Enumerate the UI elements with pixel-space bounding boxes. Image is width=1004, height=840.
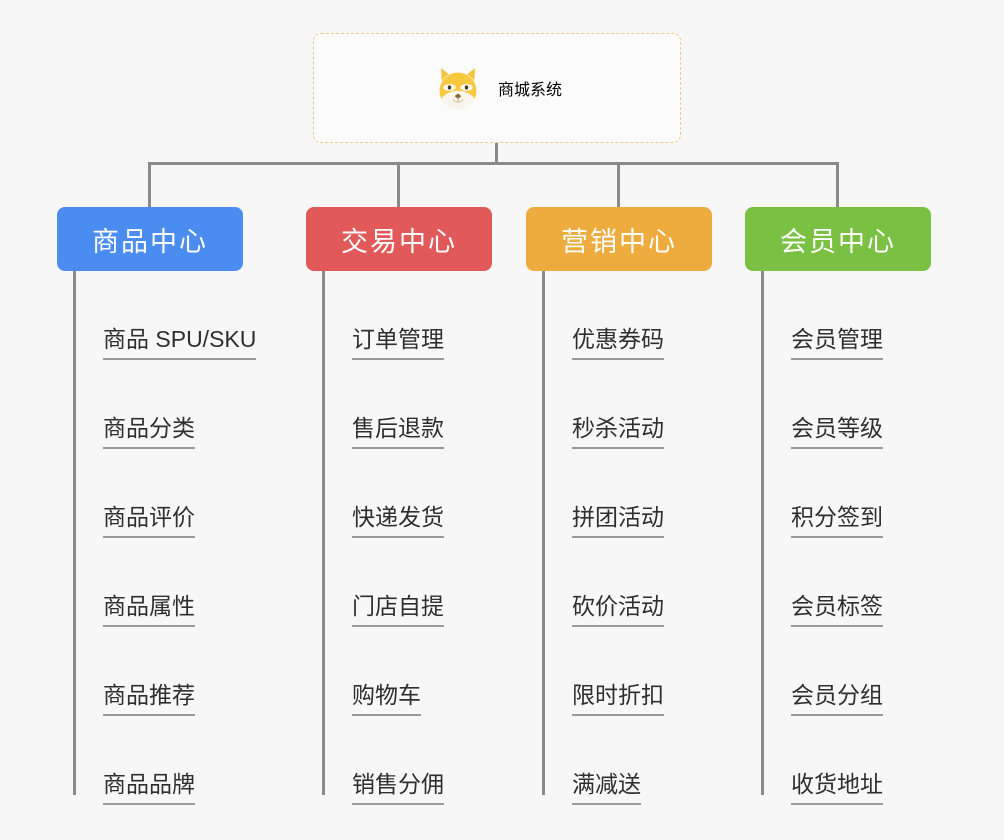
branch-header-trade[interactable]: 交易中心 bbox=[306, 207, 492, 271]
leaf-item[interactable]: 订单管理 bbox=[322, 271, 444, 360]
leaf-item[interactable]: 砍价活动 bbox=[542, 538, 664, 627]
branch-spine-marketing bbox=[542, 271, 545, 795]
leaf-item[interactable]: 满减送 bbox=[542, 716, 664, 805]
leaf-label: 限时折扣 bbox=[572, 683, 664, 716]
branch-header-marketing[interactable]: 营销中心 bbox=[526, 207, 712, 271]
leaf-label: 商品分类 bbox=[103, 416, 195, 449]
leaf-label: 售后退款 bbox=[352, 416, 444, 449]
leaf-item[interactable]: 商品属性 bbox=[73, 538, 256, 627]
leaf-label: 会员管理 bbox=[791, 327, 883, 360]
leaf-label: 商品评价 bbox=[103, 505, 195, 538]
leaf-item[interactable]: 会员等级 bbox=[761, 360, 883, 449]
leaf-list-product: 商品 SPU/SKU 商品分类商品评价商品属性商品推荐商品品牌 bbox=[73, 271, 257, 805]
leaf-label: 快递发货 bbox=[352, 505, 444, 538]
leaf-list-marketing: 优惠券码秒杀活动拼团活动砍价活动限时折扣满减送 bbox=[542, 271, 664, 805]
leaf-item[interactable]: 拼团活动 bbox=[542, 449, 664, 538]
branch-header-member[interactable]: 会员中心 bbox=[745, 207, 931, 271]
leaf-item[interactable]: 优惠券码 bbox=[542, 271, 664, 360]
leaf-label: 会员等级 bbox=[791, 416, 883, 449]
leaf-label: 商品属性 bbox=[103, 594, 195, 627]
branch-trade: 交易中心订单管理售后退款快递发货门店自提购物车销售分佣 bbox=[306, 207, 492, 805]
branch-product: 商品中心商品 SPU/SKU 商品分类商品评价商品属性商品推荐商品品牌 bbox=[57, 207, 257, 805]
leaf-label: 收货地址 bbox=[791, 772, 883, 805]
leaf-label: 商品推荐 bbox=[103, 683, 195, 716]
leaf-item[interactable]: 会员标签 bbox=[761, 538, 883, 627]
connector-drop-product bbox=[148, 162, 151, 208]
branch-header-label: 会员中心 bbox=[780, 226, 896, 257]
leaf-label: 会员分组 bbox=[791, 683, 883, 716]
leaf-label: 满减送 bbox=[572, 772, 641, 805]
branch-spine-product bbox=[73, 271, 76, 795]
branch-marketing: 营销中心优惠券码秒杀活动拼团活动砍价活动限时折扣满减送 bbox=[526, 207, 712, 805]
branch-spine-trade bbox=[322, 271, 325, 795]
leaf-item[interactable]: 会员管理 bbox=[761, 271, 883, 360]
leaf-item[interactable]: 秒杀活动 bbox=[542, 360, 664, 449]
leaf-label: 优惠券码 bbox=[572, 327, 664, 360]
leaf-item[interactable]: 售后退款 bbox=[322, 360, 444, 449]
root-title: 商城系统 bbox=[497, 82, 562, 99]
connector-drop-marketing bbox=[617, 162, 620, 208]
branch-header-label: 营销中心 bbox=[561, 226, 677, 257]
branch-spine-member bbox=[761, 271, 764, 795]
connector-root-stem bbox=[495, 143, 498, 165]
root-node[interactable]: 商城系统 bbox=[313, 33, 681, 143]
leaf-label: 商品品牌 bbox=[103, 772, 195, 805]
branch-header-product[interactable]: 商品中心 bbox=[57, 207, 243, 271]
leaf-item[interactable]: 商品 SPU/SKU bbox=[73, 271, 257, 360]
leaf-label: 秒杀活动 bbox=[572, 416, 664, 449]
connector-drop-trade bbox=[397, 162, 400, 208]
leaf-label: 拼团活动 bbox=[572, 505, 664, 538]
shiba-dog-face-icon bbox=[432, 62, 484, 114]
branch-member: 会员中心会员管理会员等级积分签到会员标签会员分组收货地址 bbox=[745, 207, 931, 805]
connector-horizontal-bus bbox=[148, 162, 838, 165]
leaf-list-member: 会员管理会员等级积分签到会员标签会员分组收货地址 bbox=[761, 271, 883, 805]
leaf-label: 砍价活动 bbox=[572, 594, 664, 627]
connector-drop-member bbox=[836, 162, 839, 208]
leaf-item[interactable]: 销售分佣 bbox=[322, 716, 444, 805]
branch-header-label: 交易中心 bbox=[341, 226, 457, 257]
leaf-label: 会员标签 bbox=[791, 594, 883, 627]
leaf-label: 积分签到 bbox=[791, 505, 883, 538]
leaf-item[interactable]: 收货地址 bbox=[761, 716, 883, 805]
leaf-item[interactable]: 限时折扣 bbox=[542, 627, 664, 716]
leaf-item[interactable]: 商品品牌 bbox=[73, 716, 256, 805]
leaf-item[interactable]: 商品评价 bbox=[73, 449, 256, 538]
leaf-item[interactable]: 积分签到 bbox=[761, 449, 883, 538]
leaf-label: 商品 SPU/SKU bbox=[103, 327, 257, 360]
leaf-label: 订单管理 bbox=[352, 327, 444, 360]
leaf-item[interactable]: 商品推荐 bbox=[73, 627, 256, 716]
branch-header-label: 商品中心 bbox=[92, 226, 208, 257]
leaf-item[interactable]: 商品分类 bbox=[73, 360, 256, 449]
leaf-label: 购物车 bbox=[352, 683, 421, 716]
leaf-label: 门店自提 bbox=[352, 594, 444, 627]
leaf-item[interactable]: 购物车 bbox=[322, 627, 444, 716]
leaf-item[interactable]: 门店自提 bbox=[322, 538, 444, 627]
leaf-list-trade: 订单管理售后退款快递发货门店自提购物车销售分佣 bbox=[322, 271, 444, 805]
leaf-item[interactable]: 快递发货 bbox=[322, 449, 444, 538]
leaf-label: 销售分佣 bbox=[352, 772, 444, 805]
leaf-item[interactable]: 会员分组 bbox=[761, 627, 883, 716]
